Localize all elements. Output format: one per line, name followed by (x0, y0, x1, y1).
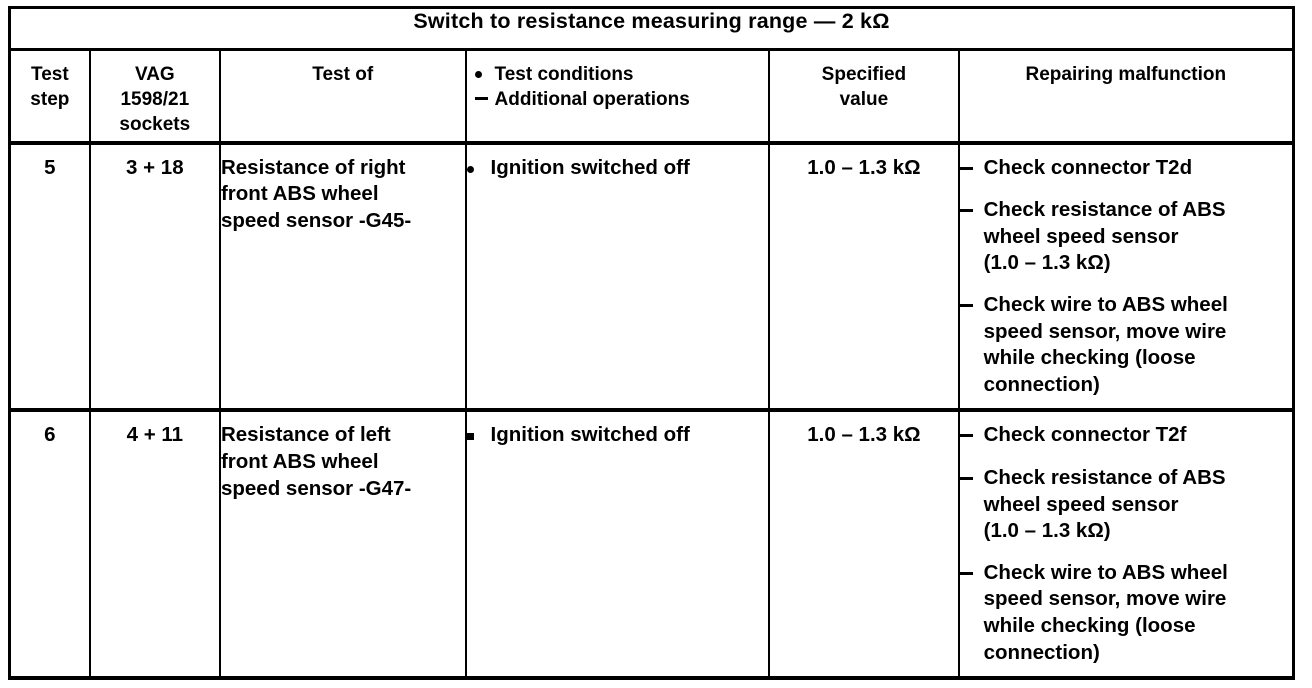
bullet-dash-icon (959, 465, 984, 493)
column-header-vag-sockets: VAG 1598/21 sockets (89, 49, 221, 145)
cell-test-of: Resistance of right front ABS wheel spee… (219, 142, 467, 413)
header-conditions-row2: Additional operations (474, 87, 769, 112)
table-header-row: Test step VAG 1598/21 sockets Test of Te… (9, 49, 1294, 145)
bullet-dash-icon (959, 560, 984, 588)
table-title-row: Switch to resistance measuring range — 2… (9, 7, 1294, 51)
test-of-line: front ABS wheel (220, 182, 379, 206)
header-conditions-line1: Test conditions (494, 64, 634, 85)
column-header-test-of: Test of (219, 49, 467, 145)
header-test-of-label: Test of (312, 64, 374, 85)
bullet-dash-icon (959, 422, 984, 450)
header-conditions-row1: Test conditions (474, 62, 769, 87)
cell-specified-value: 1.0 – 1.3 kΩ (769, 410, 960, 678)
condition-item: Ignition switched off (466, 422, 769, 450)
column-header-test-step: Test step (9, 49, 91, 145)
bullet-dash-icon (959, 292, 984, 320)
repair-line: Check resistance of ABS (983, 465, 1226, 489)
header-sockets-line3: sockets (119, 114, 191, 136)
cell-test-step: 5 (9, 142, 91, 413)
repair-line: wheel speed sensor (983, 492, 1179, 516)
table-row: 5 3 + 18 Resistance of right front ABS w… (9, 142, 1294, 413)
header-specified-line1: Specified (821, 64, 907, 85)
condition-line: Ignition switched off (490, 155, 690, 179)
bullet-dot-icon (474, 62, 495, 87)
header-sockets-line1: VAG (134, 64, 175, 85)
repair-line: (1.0 – 1.3 kΩ) (983, 251, 1111, 275)
repair-line: connection) (983, 373, 1100, 397)
header-specified-line2: value (839, 89, 889, 111)
repair-line: Check resistance of ABS (983, 198, 1226, 222)
header-test-step-line1: Test (31, 64, 69, 85)
test-of-line: speed sensor -G47- (220, 476, 412, 500)
bullet-square-icon (466, 422, 491, 450)
cell-repairing-malfunction: Check connector T2f Check resistance of … (959, 410, 1294, 678)
repair-line: while checking (loose (983, 346, 1196, 370)
test-of-line: Resistance of right (220, 155, 406, 179)
cell-vag-sockets: 3 + 18 (89, 142, 221, 413)
table-row: 6 4 + 11 Resistance of left front ABS wh… (9, 410, 1294, 678)
condition-item: Ignition switched off (466, 155, 769, 183)
repair-line: wheel speed sensor (983, 224, 1179, 248)
bullet-dash-icon (474, 87, 495, 112)
header-test-step-line2: step (30, 89, 70, 111)
test-procedure-table: Switch to resistance measuring range — 2… (8, 6, 1295, 680)
repair-line: Check wire to ABS wheel (983, 560, 1228, 584)
cell-test-step: 6 (9, 410, 91, 678)
cell-test-conditions: Ignition switched off (465, 142, 771, 413)
cell-specified-value: 1.0 – 1.3 kΩ (769, 142, 960, 413)
repair-item: Check connector T2d (959, 155, 1292, 183)
bullet-dot-icon (466, 155, 491, 183)
cell-vag-sockets: 4 + 11 (89, 410, 221, 678)
repair-line: speed sensor, move wire (983, 587, 1227, 611)
repair-line: Check connector T2f (983, 423, 1187, 447)
repair-item: Check connector T2f (959, 422, 1292, 450)
test-of-line: speed sensor -G45- (220, 208, 412, 232)
test-of-line: Resistance of left (220, 423, 391, 447)
cell-repairing-malfunction: Check connector T2d Check resistance of … (958, 142, 1294, 413)
table-title: Switch to resistance measuring range — 2… (9, 7, 1294, 51)
condition-line: Ignition switched off (490, 423, 690, 447)
cell-test-conditions: Ignition switched off (465, 410, 771, 678)
repair-item: Check wire to ABS wheel speed sensor, mo… (959, 292, 1292, 399)
header-repairing-label: Repairing malfunction (1025, 64, 1227, 85)
repair-item: Check resistance of ABS wheel speed sens… (959, 197, 1292, 277)
column-header-specified-value: Specified value (769, 49, 960, 145)
repair-item: Check resistance of ABS wheel speed sens… (959, 465, 1292, 545)
header-conditions-line2: Additional operations (494, 89, 690, 111)
repair-line: Check wire to ABS wheel (983, 293, 1228, 317)
header-sockets-line2: 1598/21 (120, 89, 190, 111)
repair-item: Check wire to ABS wheel speed sensor, mo… (959, 560, 1292, 667)
bullet-dash-icon (959, 197, 984, 225)
repair-line: connection) (983, 640, 1100, 664)
repair-line: while checking (loose (983, 614, 1196, 638)
repair-line: (1.0 – 1.3 kΩ) (983, 519, 1111, 543)
column-header-repairing-malfunction: Repairing malfunction (958, 49, 1294, 145)
cell-test-of: Resistance of left front ABS wheel speed… (219, 410, 467, 678)
repair-line: speed sensor, move wire (983, 319, 1227, 343)
column-header-test-conditions: Test conditions Additional operations (465, 49, 771, 145)
repair-line: Check connector T2d (983, 155, 1193, 179)
test-of-line: front ABS wheel (220, 449, 379, 473)
bullet-dash-icon (959, 155, 984, 183)
